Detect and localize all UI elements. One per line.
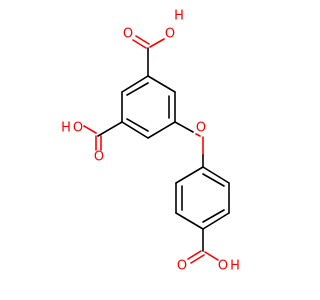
hydrogen-label: H (230, 259, 240, 274)
bond (174, 121, 194, 133)
hydrogen-label: H (61, 121, 71, 136)
oxygen-label: O (165, 27, 175, 42)
bond (97, 121, 123, 137)
bond (202, 166, 230, 184)
bond-inner (126, 82, 149, 96)
bond (147, 75, 176, 93)
bond (147, 121, 176, 139)
oxygen-label: O (196, 121, 206, 136)
bond (121, 121, 149, 139)
bond-inner (126, 118, 149, 132)
ether-linkage: O (174, 121, 206, 168)
bond-inner (202, 173, 225, 187)
bond (175, 166, 204, 184)
bond (135, 35, 150, 45)
bond (190, 254, 205, 264)
bond (83, 125, 97, 134)
oxygen-label: O (123, 27, 133, 42)
bond (121, 75, 149, 93)
bond-inner (202, 209, 225, 223)
left-carboxyl-group: H O O (61, 121, 123, 165)
oxygen-label: O (177, 259, 187, 274)
oxygen-label: O (94, 150, 104, 165)
top-carboxyl-group: O O H (123, 9, 184, 77)
bond (175, 212, 204, 230)
bond (202, 212, 230, 230)
oxygen-label: O (73, 121, 83, 136)
bottom-carboxyl-group: O O H (177, 228, 240, 274)
bottom-benzene-ring (175, 166, 230, 230)
bond (187, 250, 202, 260)
top-benzene-ring (121, 75, 176, 139)
hydrogen-label: H (174, 9, 184, 24)
molecule-structure-diagram: O O H H O O O O O H (61, 9, 240, 274)
oxygen-label: O (218, 259, 228, 274)
bond (195, 133, 201, 137)
bond (204, 251, 219, 261)
bond (132, 39, 147, 49)
bond (149, 38, 165, 48)
